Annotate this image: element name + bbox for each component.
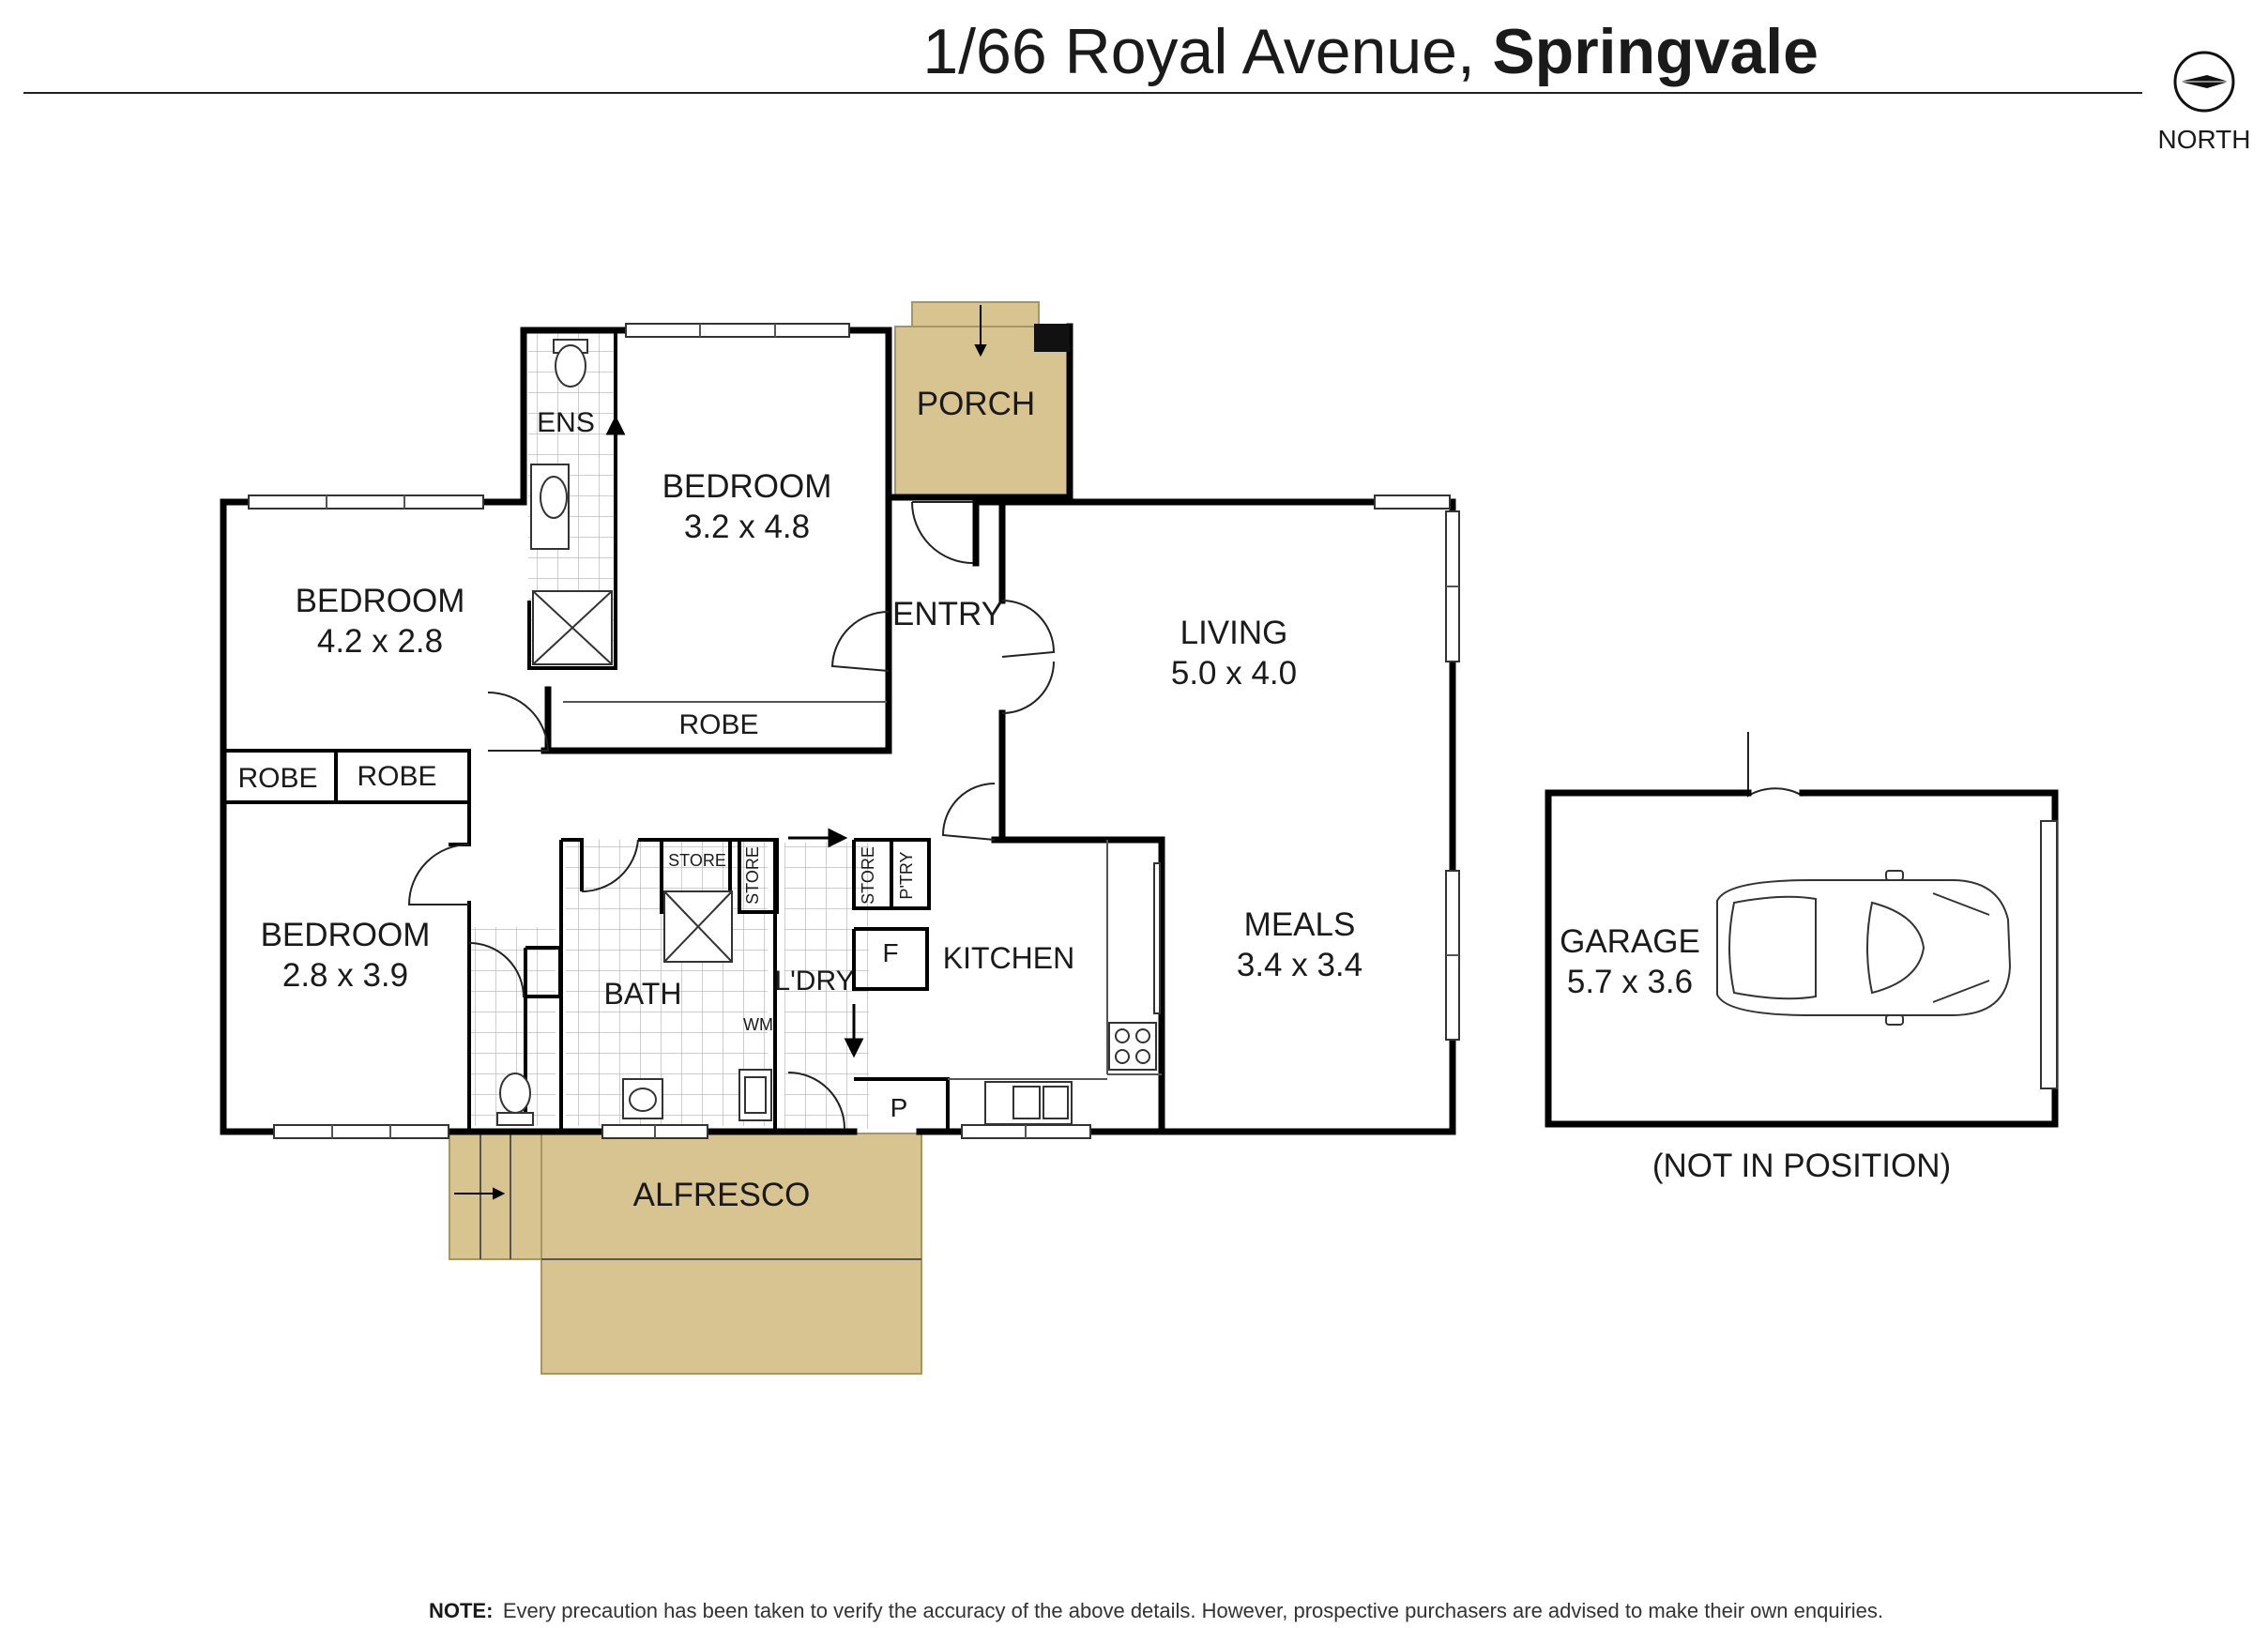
footer-note-label: NOTE:: [429, 1599, 493, 1622]
up-arrow-icon: [605, 415, 626, 435]
room-label-living: LIVING: [1180, 615, 1288, 651]
footer-note: NOTE: Every precaution has been taken to…: [429, 1599, 1883, 1622]
toilet-icon: [496, 1073, 534, 1126]
room-label-bedroom-main: BEDROOM: [662, 468, 832, 505]
compass: NORTH: [2157, 51, 2251, 154]
room-label-meals: MEALS: [1244, 906, 1356, 943]
cooktop-icon: [1108, 1022, 1157, 1071]
room-label-bedroom-2: BEDROOM: [296, 583, 465, 619]
right-arrow-icon: [788, 828, 848, 848]
room-label-store-2: STORE: [743, 846, 762, 905]
room-label-entry: ENTRY: [892, 596, 1003, 632]
room-label-store-1: STORE: [668, 851, 726, 870]
room-labels: PORCH ENS BEDROOM 3.2 x 4.8 BEDROOM 4.2 …: [237, 386, 1951, 1213]
arrows: [454, 305, 1070, 1200]
car-icon: [1716, 870, 2012, 1026]
ensuite-basin-icon: [530, 464, 570, 550]
ensuite-toilet-icon: [553, 339, 588, 388]
room-size-meals: 3.4 x 3.4: [1237, 947, 1362, 983]
garage-door: [2040, 820, 2058, 1089]
fixtures: [496, 339, 1161, 1126]
room-label-fridge: F: [882, 938, 898, 967]
compass-label: NORTH: [2157, 125, 2250, 154]
room-label-pantry: P'TRY: [897, 851, 916, 899]
footer-note-text: Every precaution has been taken to verif…: [503, 1599, 1883, 1622]
room-size-garage: 5.7 x 3.6: [1567, 964, 1693, 1000]
header: 1/66 Royal Avenue, Springvale: [23, 16, 2142, 94]
address-prefix: 1/66 Royal Avenue,: [922, 16, 1475, 87]
compass-arrow-icon: [2173, 51, 2235, 113]
down-arrow-icon: [844, 1004, 864, 1058]
room-label-porch: PORCH: [917, 386, 1035, 422]
footer: NOTE: Every precaution has been taken to…: [429, 1599, 1883, 1622]
room-label-robe-main: ROBE: [678, 709, 758, 740]
room-size-bedroom-3: 2.8 x 3.9: [282, 957, 408, 994]
steps-arrow-icon: [454, 1187, 506, 1200]
room-label-robe-a: ROBE: [237, 763, 317, 794]
porch-step: [911, 301, 1040, 327]
garage-note: (NOT IN POSITION): [1652, 1148, 1951, 1184]
room-label-garage: GARAGE: [1560, 923, 1700, 960]
kitchen-sink-icon: [984, 1081, 1073, 1125]
bath-basin-icon: [622, 1078, 663, 1119]
room-label-bedroom-3: BEDROOM: [261, 917, 431, 953]
room-label-robe-b: ROBE: [357, 761, 436, 792]
ensuite-shower-icon: [532, 590, 613, 665]
room-label-bath: BATH: [604, 977, 682, 1011]
room-label-alfresco: ALFRESCO: [633, 1177, 811, 1213]
room-label-wm: WM: [743, 1015, 773, 1034]
porch-area: [894, 326, 1071, 496]
room-label-kitchen: KITCHEN: [943, 941, 1074, 975]
room-label-ensuite: ENS: [537, 407, 595, 438]
outdoor-areas: [449, 301, 1071, 1375]
bath-shower-icon: [663, 890, 733, 963]
room-size-living: 5.0 x 4.0: [1171, 655, 1297, 692]
room-size-bedroom-main: 3.2 x 4.8: [684, 509, 810, 545]
room-size-bedroom-2: 4.2 x 2.8: [317, 623, 443, 660]
garage: [1545, 789, 2059, 1128]
porch-post: [1034, 324, 1070, 352]
room-label-laundry: L'DRY: [774, 966, 854, 997]
room-label-p: P: [890, 1093, 908, 1122]
suburb-name: Springvale: [1492, 16, 1819, 87]
laundry-trough-icon: [738, 1069, 772, 1121]
windows: [248, 323, 1460, 1139]
alfresco-area: [540, 1133, 922, 1375]
room-label-store-3: STORE: [859, 846, 877, 905]
address-line: 1/66 Royal Avenue, Springvale: [922, 16, 1819, 87]
porch-arrow-icon: [974, 305, 987, 358]
